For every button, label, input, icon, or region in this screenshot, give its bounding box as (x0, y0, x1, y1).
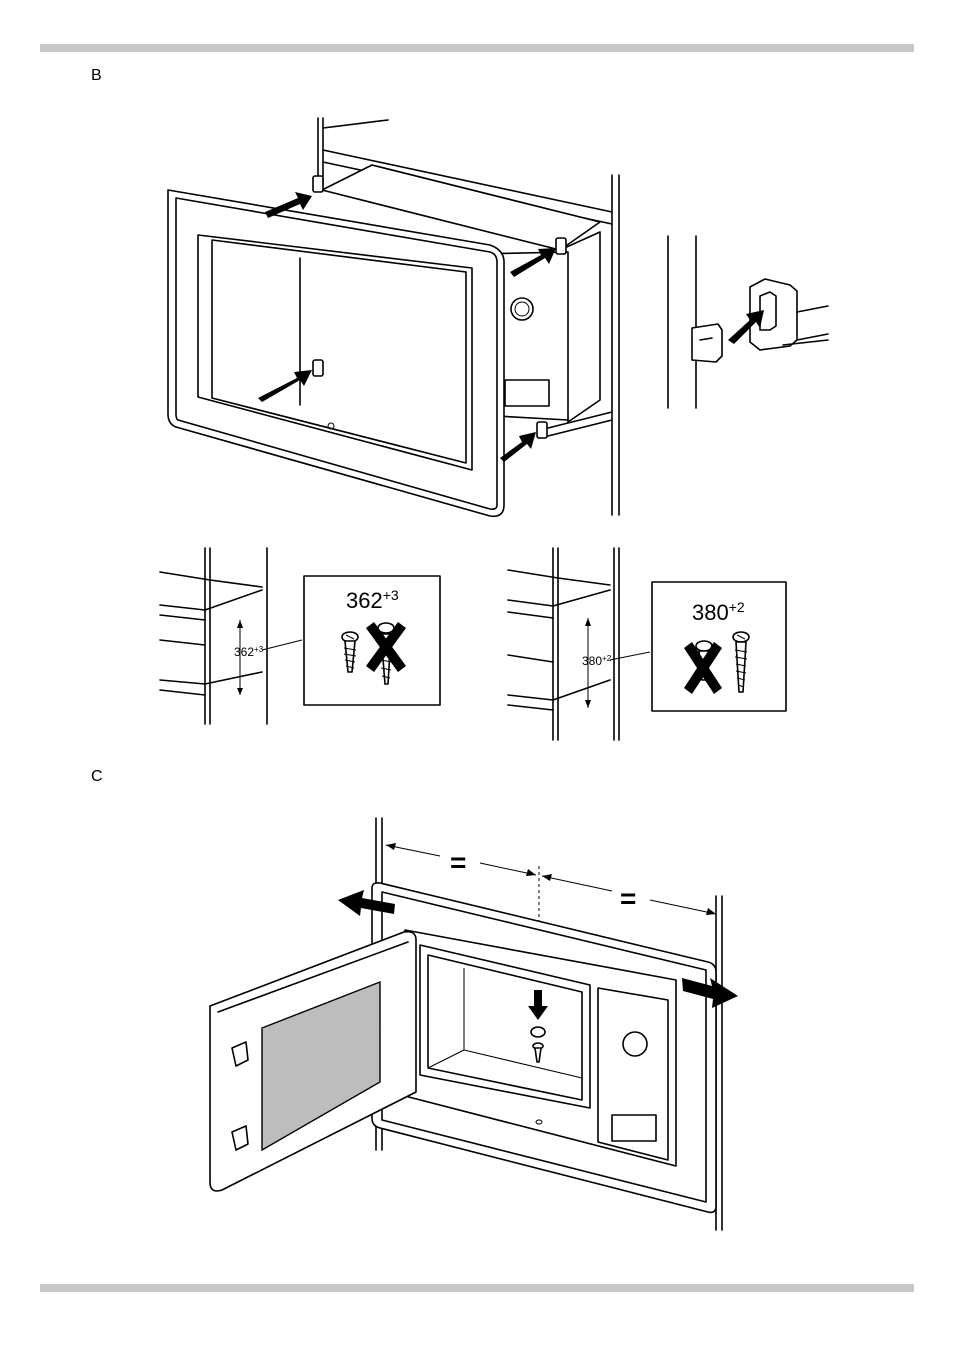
open-door (210, 932, 416, 1191)
equal-mark-right: = (620, 883, 636, 914)
equal-mark-left: = (450, 847, 466, 878)
